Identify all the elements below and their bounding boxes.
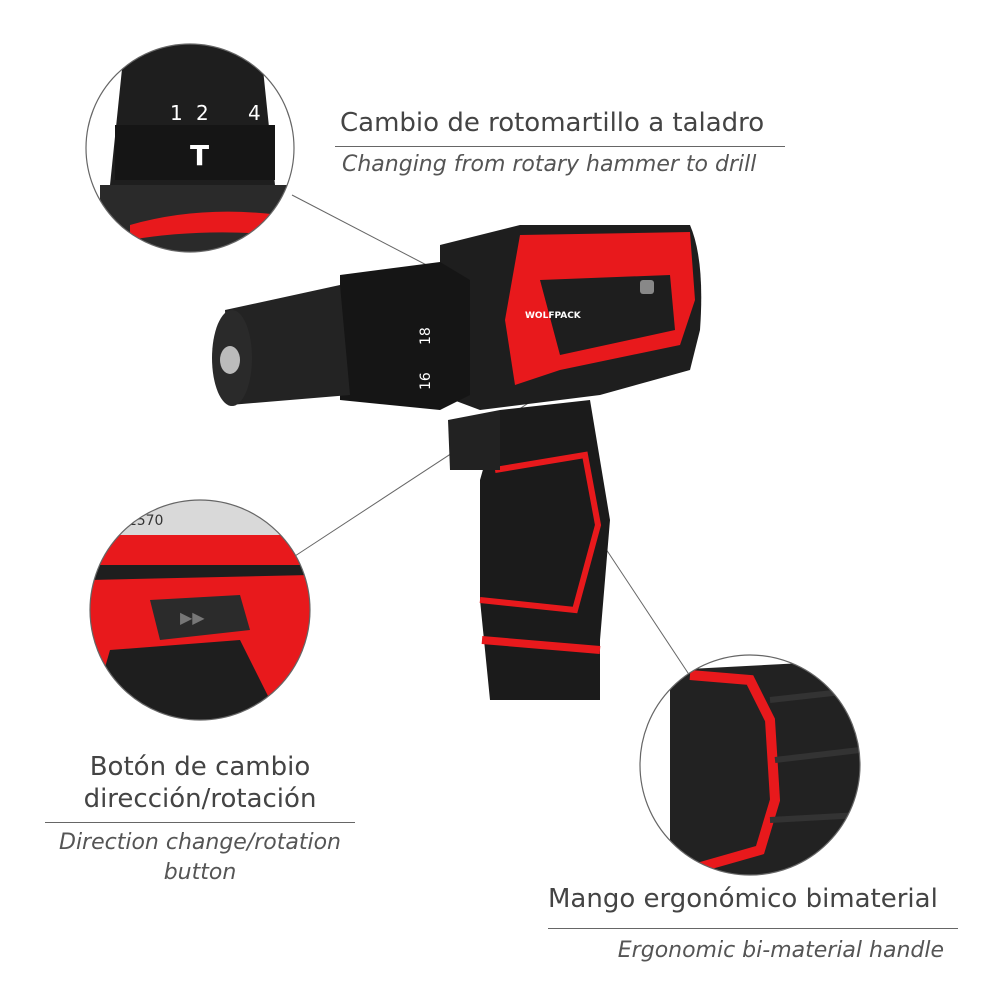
svg-text:621570: 621570 [110,513,163,529]
pointer-line-handle [599,539,691,677]
svg-text:▶▶: ▶▶ [180,608,205,627]
callout-mode-title: Cambio de rotomartillo a taladro [340,108,765,138]
callout-direction-subtitle-line2: button [163,860,237,885]
detail-circle-handle [640,655,860,875]
detail-circle-mode-collar: 1 2 4 T [86,44,294,252]
callout-direction-title-line2: dirección/rotación [83,784,317,814]
callout-handle-divider [548,928,958,929]
detail-circle-direction-button: 621570 ▶▶ [90,500,310,720]
drill-brand-label: WOLFPACK [525,311,582,321]
svg-text:T: T [190,139,209,172]
svg-text:2: 2 [196,101,209,125]
callout-mode-subtitle: Changing from rotary hammer to drill [342,152,757,177]
callout-direction-divider [45,822,355,823]
callout-mode-divider [335,146,785,147]
callout-handle-title: Mango ergonómico bimaterial [548,884,938,914]
svg-text:4: 4 [248,101,261,125]
callout-direction-subtitle-line1: Direction change/rotation [59,830,341,855]
pointer-line-mode [291,194,441,273]
svg-text:1: 1 [170,101,183,125]
torque-number-18: 18 [418,327,434,345]
callout-handle-subtitle: Ergonomic bi-material handle [617,938,944,963]
callout-direction-title-line1: Botón de cambio [89,752,311,782]
torque-number-16: 16 [418,372,434,390]
drill-image: 18 16 WOLFPACK [212,225,702,700]
